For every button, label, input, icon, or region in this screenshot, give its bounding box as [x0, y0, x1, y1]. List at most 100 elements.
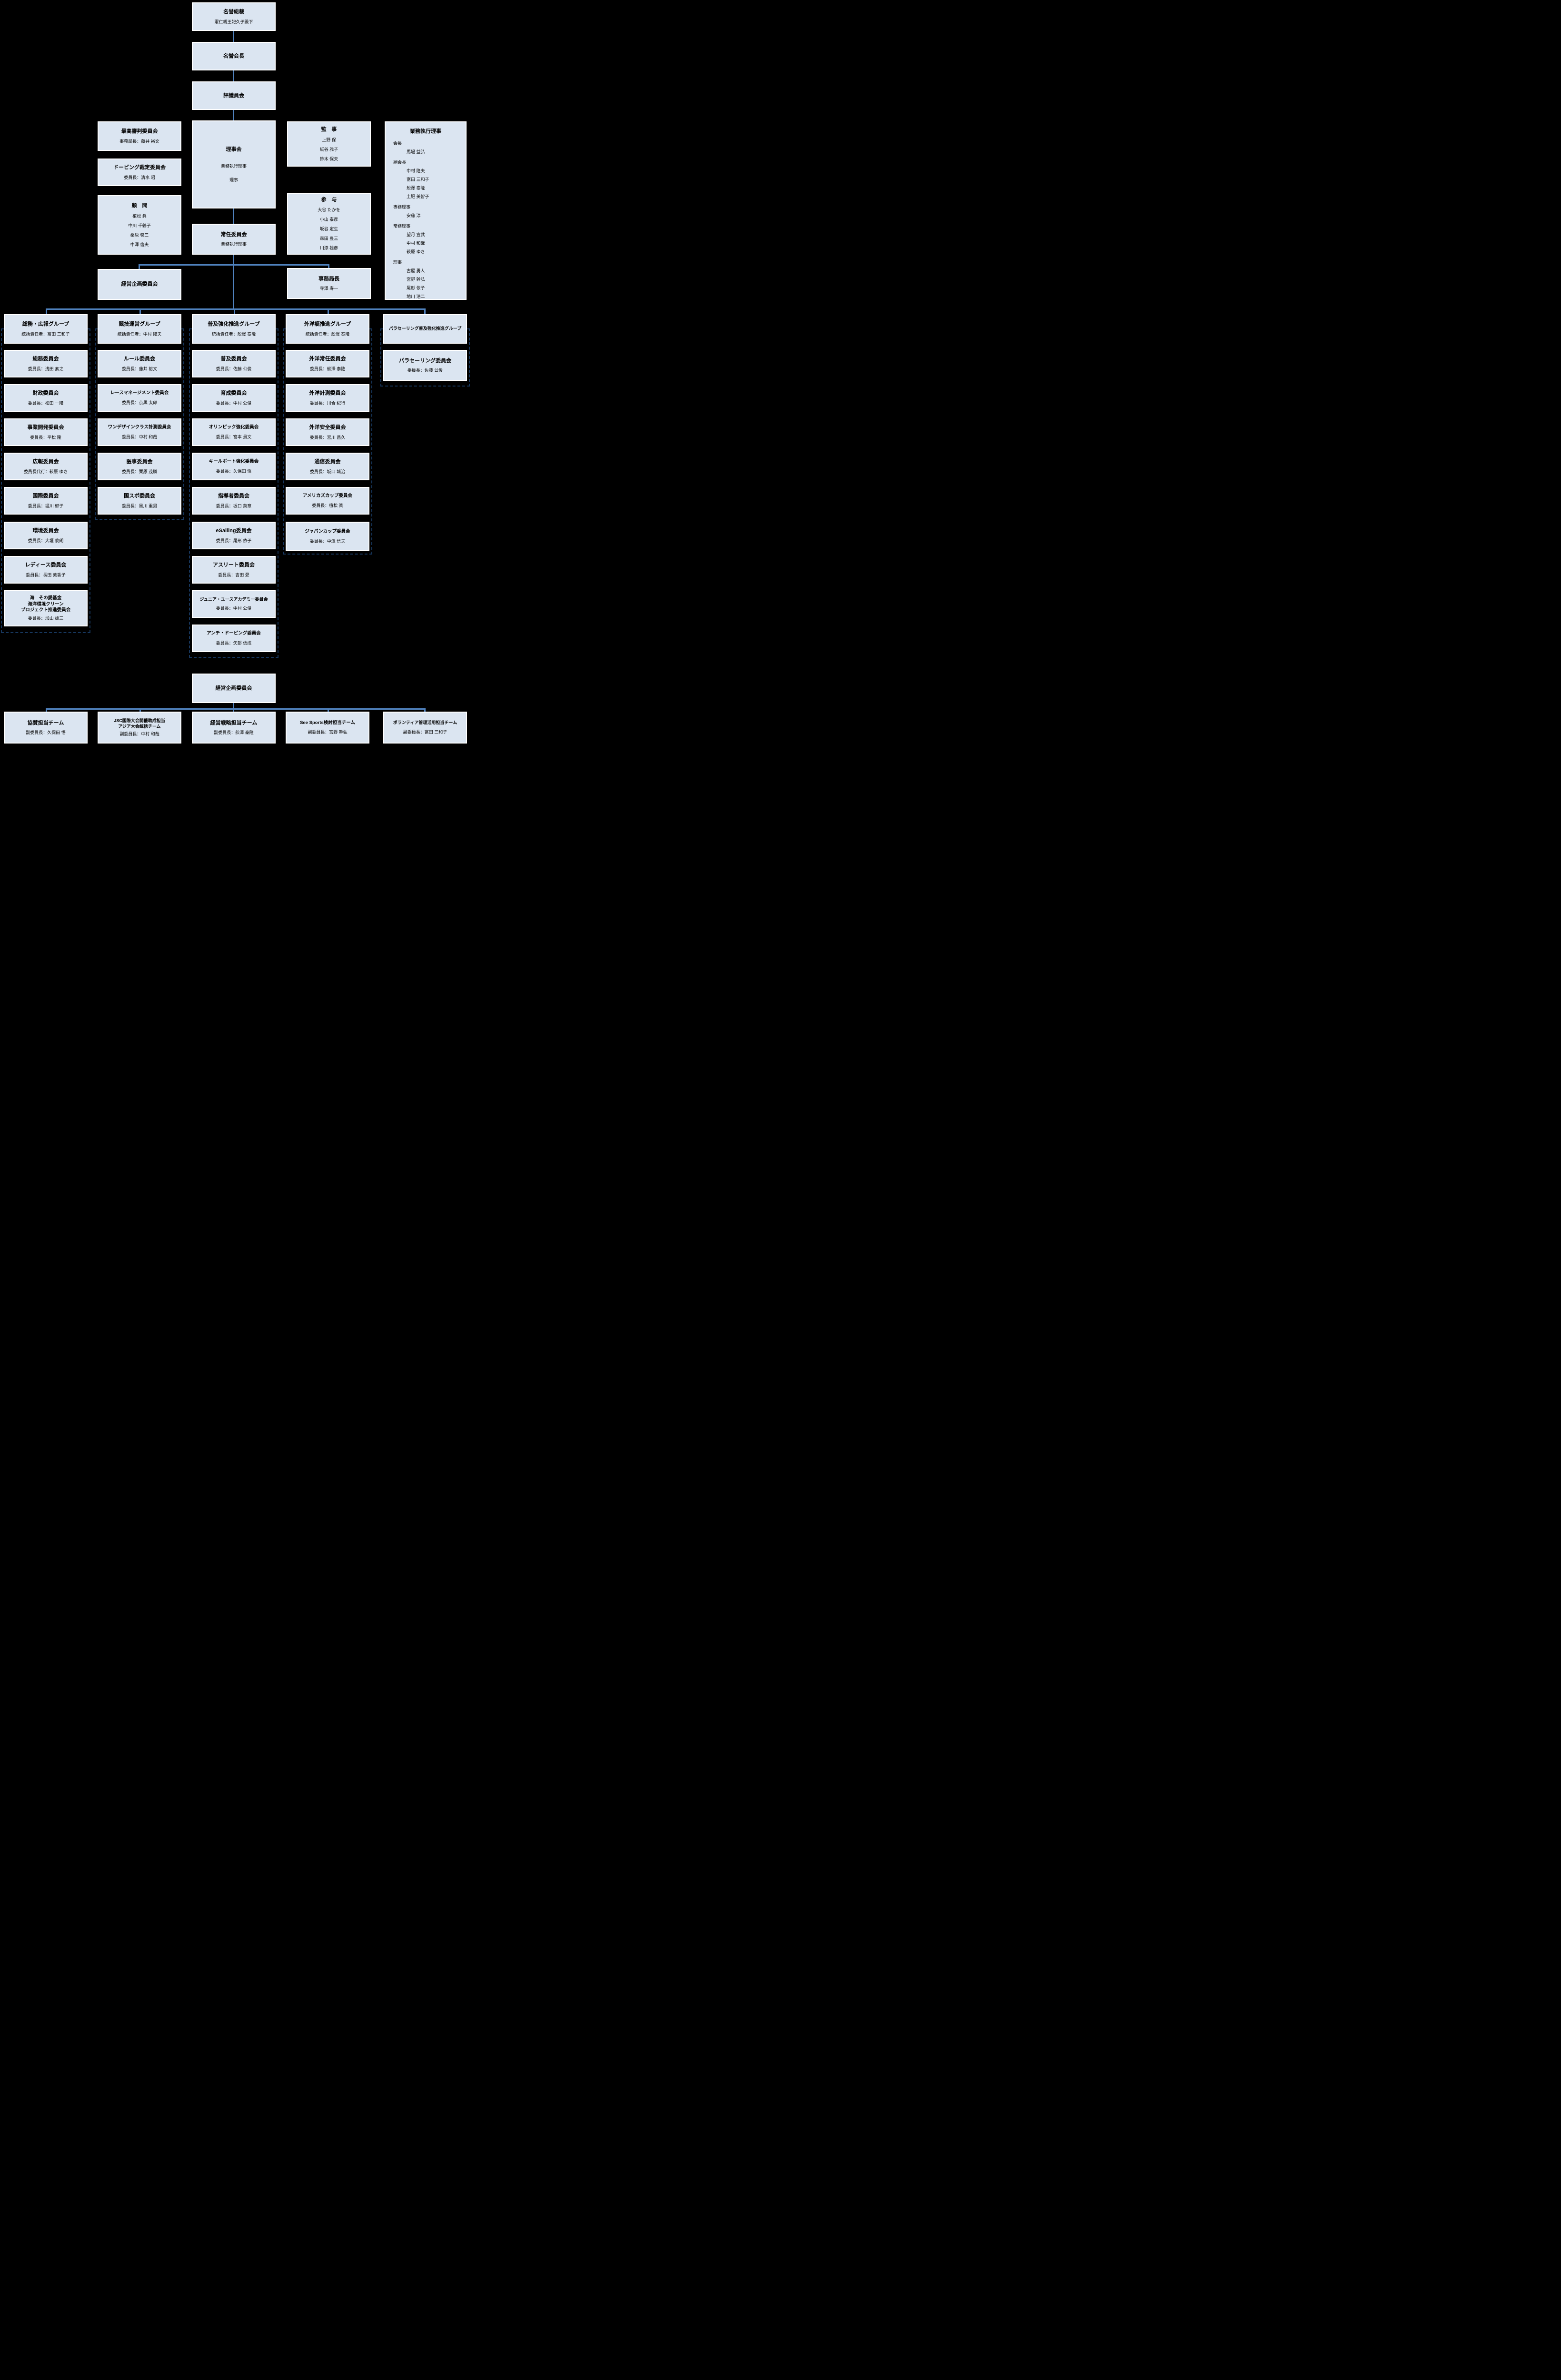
honorary-president-name: 憲仁親王妃久子殿下 [214, 19, 253, 24]
group-subtitle: 統括責任者：中村 隆夫 [117, 331, 162, 337]
group-header-gaiyou: 外洋艇推進グループ 統括責任者：舩澤 泰隆 [286, 314, 369, 344]
committee-athlete: アスリート委員会 委員長：吉田 愛 [192, 556, 276, 584]
committee-chair: 委員長：久保田 悟 [216, 468, 252, 474]
committee-chair: 委員長：矢部 信成 [216, 640, 252, 645]
exec-role: 会長 [393, 141, 402, 146]
committee-chair: 委員長：舩澤 泰隆 [309, 366, 346, 371]
committee-fukyuu: 普及委員会 委員長：佐藤 公俊 [192, 350, 276, 377]
management-planning-upper-box: 経営企画委員会 [98, 269, 181, 300]
committee-chair: 委員長代行：萩原 ゆき [23, 469, 68, 474]
team-title: See Sports検討担当チーム [300, 720, 355, 725]
group-title: 外洋艇推進グループ [304, 321, 351, 327]
group-header-para: パラセーリング普及強化推進グループ [383, 314, 467, 344]
exec-name: 古屋 勇人 [407, 268, 425, 274]
committee-chair: 委員長：藤井 裕文 [121, 366, 158, 371]
connector [424, 308, 426, 315]
team-title: 経営戦略担当チーム [210, 720, 258, 726]
exec-name: 富田 三和子 [407, 177, 429, 182]
exec-role: 理事 [393, 260, 402, 265]
committee-zaisei: 財政委員会 委員長：松田 一隆 [4, 384, 88, 412]
secretary-general-box: 事務局長 寺澤 寿一 [287, 268, 371, 299]
honorary-chairman-title: 名誉会長 [223, 53, 244, 59]
committee-antidoping: アンチ・ドーピング委員会 委員長：矢部 信成 [192, 625, 276, 652]
connector [46, 708, 425, 710]
exec-name: 中村 隆夫 [407, 169, 425, 174]
committee-chair: 委員長：中村 和哉 [121, 434, 158, 439]
exec-role: 常務理事 [393, 224, 411, 229]
sanyo-name: 小山 泰彦 [319, 217, 338, 222]
committee-esailing: eSailing委員会 委員長：尾形 依子 [192, 522, 276, 549]
committee-title: 環境委員会 [32, 528, 59, 534]
committee-title: 通信委員会 [314, 459, 341, 465]
supreme-referee-box: 最高審判委員会 事務局長：藤井 裕文 [98, 121, 181, 151]
advisor-name: 植松 眞 [132, 213, 147, 218]
committee-japan-cup: ジャパンカップ委員会 委員長：中澤 信夫 [286, 522, 369, 551]
exec-name: 舩澤 泰隆 [407, 186, 425, 191]
committee-title: 医事委員会 [126, 459, 153, 465]
team-title: ボランティア管理活用担当チーム [393, 720, 457, 725]
committee-keelboat: キールボート強化委員会 委員長：久保田 悟 [192, 453, 276, 480]
group-subtitle: 統括責任者：富田 三和子 [21, 331, 70, 337]
committee-rule: ルール委員会 委員長：藤井 裕文 [98, 350, 181, 377]
connector [139, 264, 140, 270]
supreme-referee-title: 最高審判委員会 [121, 129, 158, 135]
team-title: 協賛担当チーム [27, 720, 64, 726]
group-title: 普及強化推進グループ [208, 321, 260, 327]
group-subtitle: 統括責任者：舩澤 泰隆 [305, 331, 350, 337]
committee-title: レディース委員会 [25, 562, 67, 568]
committee-title: ワンデザインクラス計測委員会 [108, 425, 171, 430]
standing-committee-subtitle: 業務執行理事 [220, 242, 247, 247]
connector [46, 308, 425, 310]
committee-americas-cup: アメリカズカップ委員会 委員長：植松 眞 [286, 487, 369, 515]
exec-name: 中村 和哉 [407, 241, 425, 246]
committee-chair: 委員長：栗原 茂勝 [121, 469, 158, 474]
exec-role: 専務理事 [393, 205, 411, 210]
group-title: 競技運営グループ [119, 321, 160, 327]
doping-panel-title: ドーピング裁定委員会 [113, 165, 166, 171]
exec-name: 萩原 ゆき [407, 249, 425, 255]
committee-title: 育成委員会 [220, 390, 247, 397]
board-title: 理事会 [226, 147, 242, 153]
committee-jigyoukaihatsu: 事業開発委員会 委員長：平松 隆 [4, 418, 88, 446]
connector [424, 708, 426, 713]
committee-shidousha: 指導者委員会 委員長：坂口 英章 [192, 487, 276, 515]
committee-chair: 委員長：松田 一隆 [28, 400, 64, 406]
committee-chair: 委員長：坂口 城治 [309, 469, 346, 474]
committee-chair: 委員長：中澤 信夫 [309, 538, 346, 544]
committee-chair: 委員長：中村 公俊 [216, 606, 252, 611]
sanyo-name: 大谷 たかを [318, 208, 340, 213]
auditors-box: 監 事 上野 保 紙谷 雅子 鈴木 保夫 [287, 121, 371, 167]
council-title: 評議員会 [223, 92, 244, 99]
committee-chair: 委員長：加山 雄三 [28, 615, 64, 621]
committee-chair: 委員長：浅田 素之 [28, 366, 64, 371]
exec-name: 望月 宣武 [407, 232, 425, 238]
committee-title: ジャパンカップ委員会 [305, 529, 350, 535]
committee-ladies: レディース委員会 委員長：長田 美香子 [4, 556, 88, 584]
connector [46, 708, 47, 713]
exec-name: 土肥 美智子 [407, 194, 429, 199]
connector [233, 708, 234, 713]
committee-title: 総務委員会 [32, 356, 59, 362]
connector [233, 703, 234, 710]
board-line2: 理事 [229, 177, 238, 182]
committee-olympic: オリンピック強化委員会 委員長：宮本 貴文 [192, 418, 276, 446]
auditor-name: 上野 保 [322, 137, 336, 142]
advisor-name: 桑原 啓三 [130, 232, 149, 238]
committee-kokuspo: 国スポ委員会 委員長：黒川 重男 [98, 487, 181, 515]
sanyo-name: 坂谷 定生 [319, 227, 338, 232]
advisors-box: 顧 問 植松 眞 中川 千鶴子 桑原 啓三 中澤 信夫 [98, 195, 181, 255]
connector [46, 308, 47, 315]
committee-title: 国際委員会 [32, 493, 59, 499]
committee-chair: 委員長：長田 美香子 [26, 572, 66, 577]
advisor-name: 中澤 信夫 [130, 242, 149, 247]
committee-parasailing: パラセーリング委員会 委員長：佐藤 公俊 [383, 350, 467, 381]
advisors-title: 顧 問 [131, 203, 148, 209]
committee-title: アンチ・ドーピング委員会 [207, 631, 261, 636]
committee-chair: 委員長：平松 隆 [30, 435, 61, 440]
auditor-name: 紙谷 雅子 [319, 147, 338, 152]
committee-title: 事業開発委員会 [27, 425, 64, 431]
team-kyousan: 協賛担当チーム 副委員長：久保田 悟 [4, 712, 88, 744]
committee-title: 外洋計測委員会 [309, 390, 346, 397]
exec-role: 副会長 [393, 160, 407, 165]
council-box: 評議員会 [192, 81, 276, 110]
